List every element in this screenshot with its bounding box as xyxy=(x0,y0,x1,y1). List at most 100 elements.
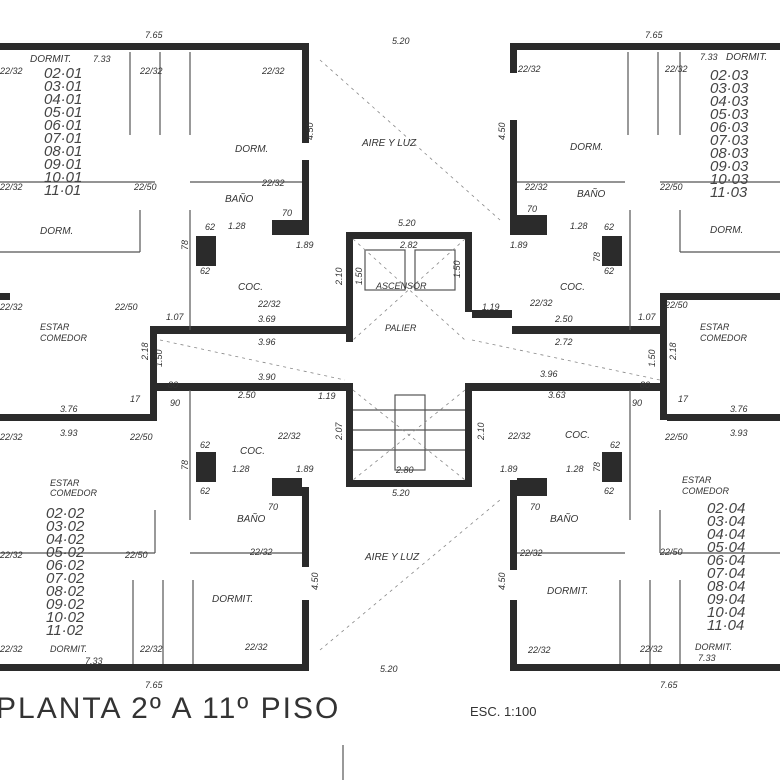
dimension: 62 xyxy=(200,440,210,450)
unit-number: 04·01 xyxy=(44,91,82,108)
unit-number: 02·03 xyxy=(710,67,749,84)
dimension: 22/32 xyxy=(529,298,553,308)
dimension: 70 xyxy=(530,502,540,512)
dimension: 7.33 xyxy=(698,653,716,663)
dimension: 2.50 xyxy=(554,314,573,324)
dimension: 3.69 xyxy=(258,314,276,324)
unit-number: 05·02 xyxy=(46,544,85,561)
partitions xyxy=(0,52,780,780)
dimension: 3.76 xyxy=(60,404,78,414)
unit-number: 03·03 xyxy=(710,80,749,97)
unit-number: 03·01 xyxy=(44,78,82,95)
dimension: 22/32 xyxy=(139,66,163,76)
unit-number: 10·02 xyxy=(46,609,85,626)
unit-number: 09·03 xyxy=(710,158,749,175)
room-label: BAÑO xyxy=(577,187,606,200)
dimension: 7.33 xyxy=(700,52,718,62)
dimension: 22/32 xyxy=(0,550,23,560)
unit-number: 08·02 xyxy=(46,583,85,600)
dimension: 4.50 xyxy=(497,122,507,140)
unit-number: 10·01 xyxy=(44,169,82,186)
room-label: PALIER xyxy=(385,323,417,333)
dimension: 62 xyxy=(205,222,215,232)
dimension: 78 xyxy=(592,252,602,262)
dimension: 22/32 xyxy=(249,547,273,557)
room-label: COMEDOR xyxy=(682,486,730,496)
dimension: 2.10 xyxy=(334,267,344,286)
dimension: 22/32 xyxy=(261,178,285,188)
dimension: 7.65 xyxy=(145,30,164,40)
room-label: DORMIT. xyxy=(726,52,767,63)
dimension: 4.50 xyxy=(497,572,507,590)
dimension: 3.96 xyxy=(258,337,276,347)
dimension: 3.76 xyxy=(730,404,748,414)
dimension: 1.89 xyxy=(510,240,528,250)
room-label: COMEDOR xyxy=(40,333,88,343)
dimension: 22/32 xyxy=(519,548,543,558)
room-label: DORMIT. xyxy=(212,594,253,605)
dimension: 2.72 xyxy=(554,337,573,347)
dimension: 22/32 xyxy=(517,64,541,74)
room-label: ESTAR xyxy=(700,322,730,332)
dimension: 22/50 xyxy=(129,432,153,442)
dimension: 22/32 xyxy=(244,642,268,652)
room-label: DORM. xyxy=(570,142,603,153)
dimension: 22/50 xyxy=(659,547,683,557)
dimension: 70 xyxy=(527,204,537,214)
dimension: 3.93 xyxy=(730,428,748,438)
dimension: 7.33 xyxy=(85,656,103,666)
room-label: BAÑO xyxy=(237,512,266,525)
dimension: 1.28 xyxy=(566,464,584,474)
unit-number: 03·02 xyxy=(46,518,85,535)
unit-number: 06·01 xyxy=(44,117,82,134)
dimension: 22/32 xyxy=(139,644,163,654)
unit-number: 07·04 xyxy=(707,565,745,582)
unit-number: 11·02 xyxy=(46,622,84,639)
dimension: 1.89 xyxy=(500,464,518,474)
dimension: 70 xyxy=(282,208,292,218)
unit-number: 11·04 xyxy=(707,617,744,634)
dimension: 1.28 xyxy=(570,221,588,231)
dimension: 2.18 xyxy=(140,342,150,361)
room-label: DORMIT. xyxy=(547,586,588,597)
room-labels: DORM. DORM. BAÑO DORM. DORM. BAÑO DORMIT… xyxy=(30,52,767,654)
dimension: 5.20 xyxy=(398,218,416,228)
dimension: 1.50 xyxy=(452,260,462,278)
dimension: 80 xyxy=(168,380,178,390)
unit-number: 06·03 xyxy=(710,119,749,136)
dimension: 78 xyxy=(180,240,190,250)
room-label: BAÑO xyxy=(225,192,254,205)
dimension: 2.82 xyxy=(399,240,418,250)
plan-title: PLANTA 2º A 11º PISO xyxy=(0,692,340,725)
dimension: 1.19 xyxy=(318,391,336,401)
dimension: 62 xyxy=(604,266,614,276)
room-label: COC. xyxy=(560,282,585,293)
plan-scale: ESC. 1:100 xyxy=(470,704,537,719)
dimension: 22/50 xyxy=(124,550,148,560)
dimension: 22/50 xyxy=(664,432,688,442)
dimension: 7.65 xyxy=(660,680,679,690)
dimension: 7.65 xyxy=(645,30,664,40)
dimension: 22/32 xyxy=(261,66,285,76)
unit-number: 04·03 xyxy=(710,93,749,110)
dimension: 22/32 xyxy=(0,302,23,312)
dimension: 1.50 xyxy=(154,349,164,367)
dimension: 3.96 xyxy=(540,369,558,379)
room-label: DORM. xyxy=(710,225,743,236)
dimension: 22/32 xyxy=(524,182,548,192)
dimension: 1.50 xyxy=(647,349,657,367)
dimension: 3.90 xyxy=(258,372,276,382)
room-label: DORMIT. xyxy=(50,644,87,654)
unit-number: 11·01 xyxy=(44,182,81,199)
room-label: DORMIT. xyxy=(30,54,71,65)
unit-number: 09·04 xyxy=(707,591,745,608)
unit-number: 03·04 xyxy=(707,513,745,530)
room-label: COMEDOR xyxy=(700,333,748,343)
dimension: 4.50 xyxy=(305,122,315,140)
dimension: 1.07 xyxy=(638,312,657,322)
unit-number: 10·04 xyxy=(707,604,745,621)
dimension: 62 xyxy=(604,486,614,496)
dimension: 22/50 xyxy=(114,302,138,312)
dimension: 1.07 xyxy=(166,312,185,322)
